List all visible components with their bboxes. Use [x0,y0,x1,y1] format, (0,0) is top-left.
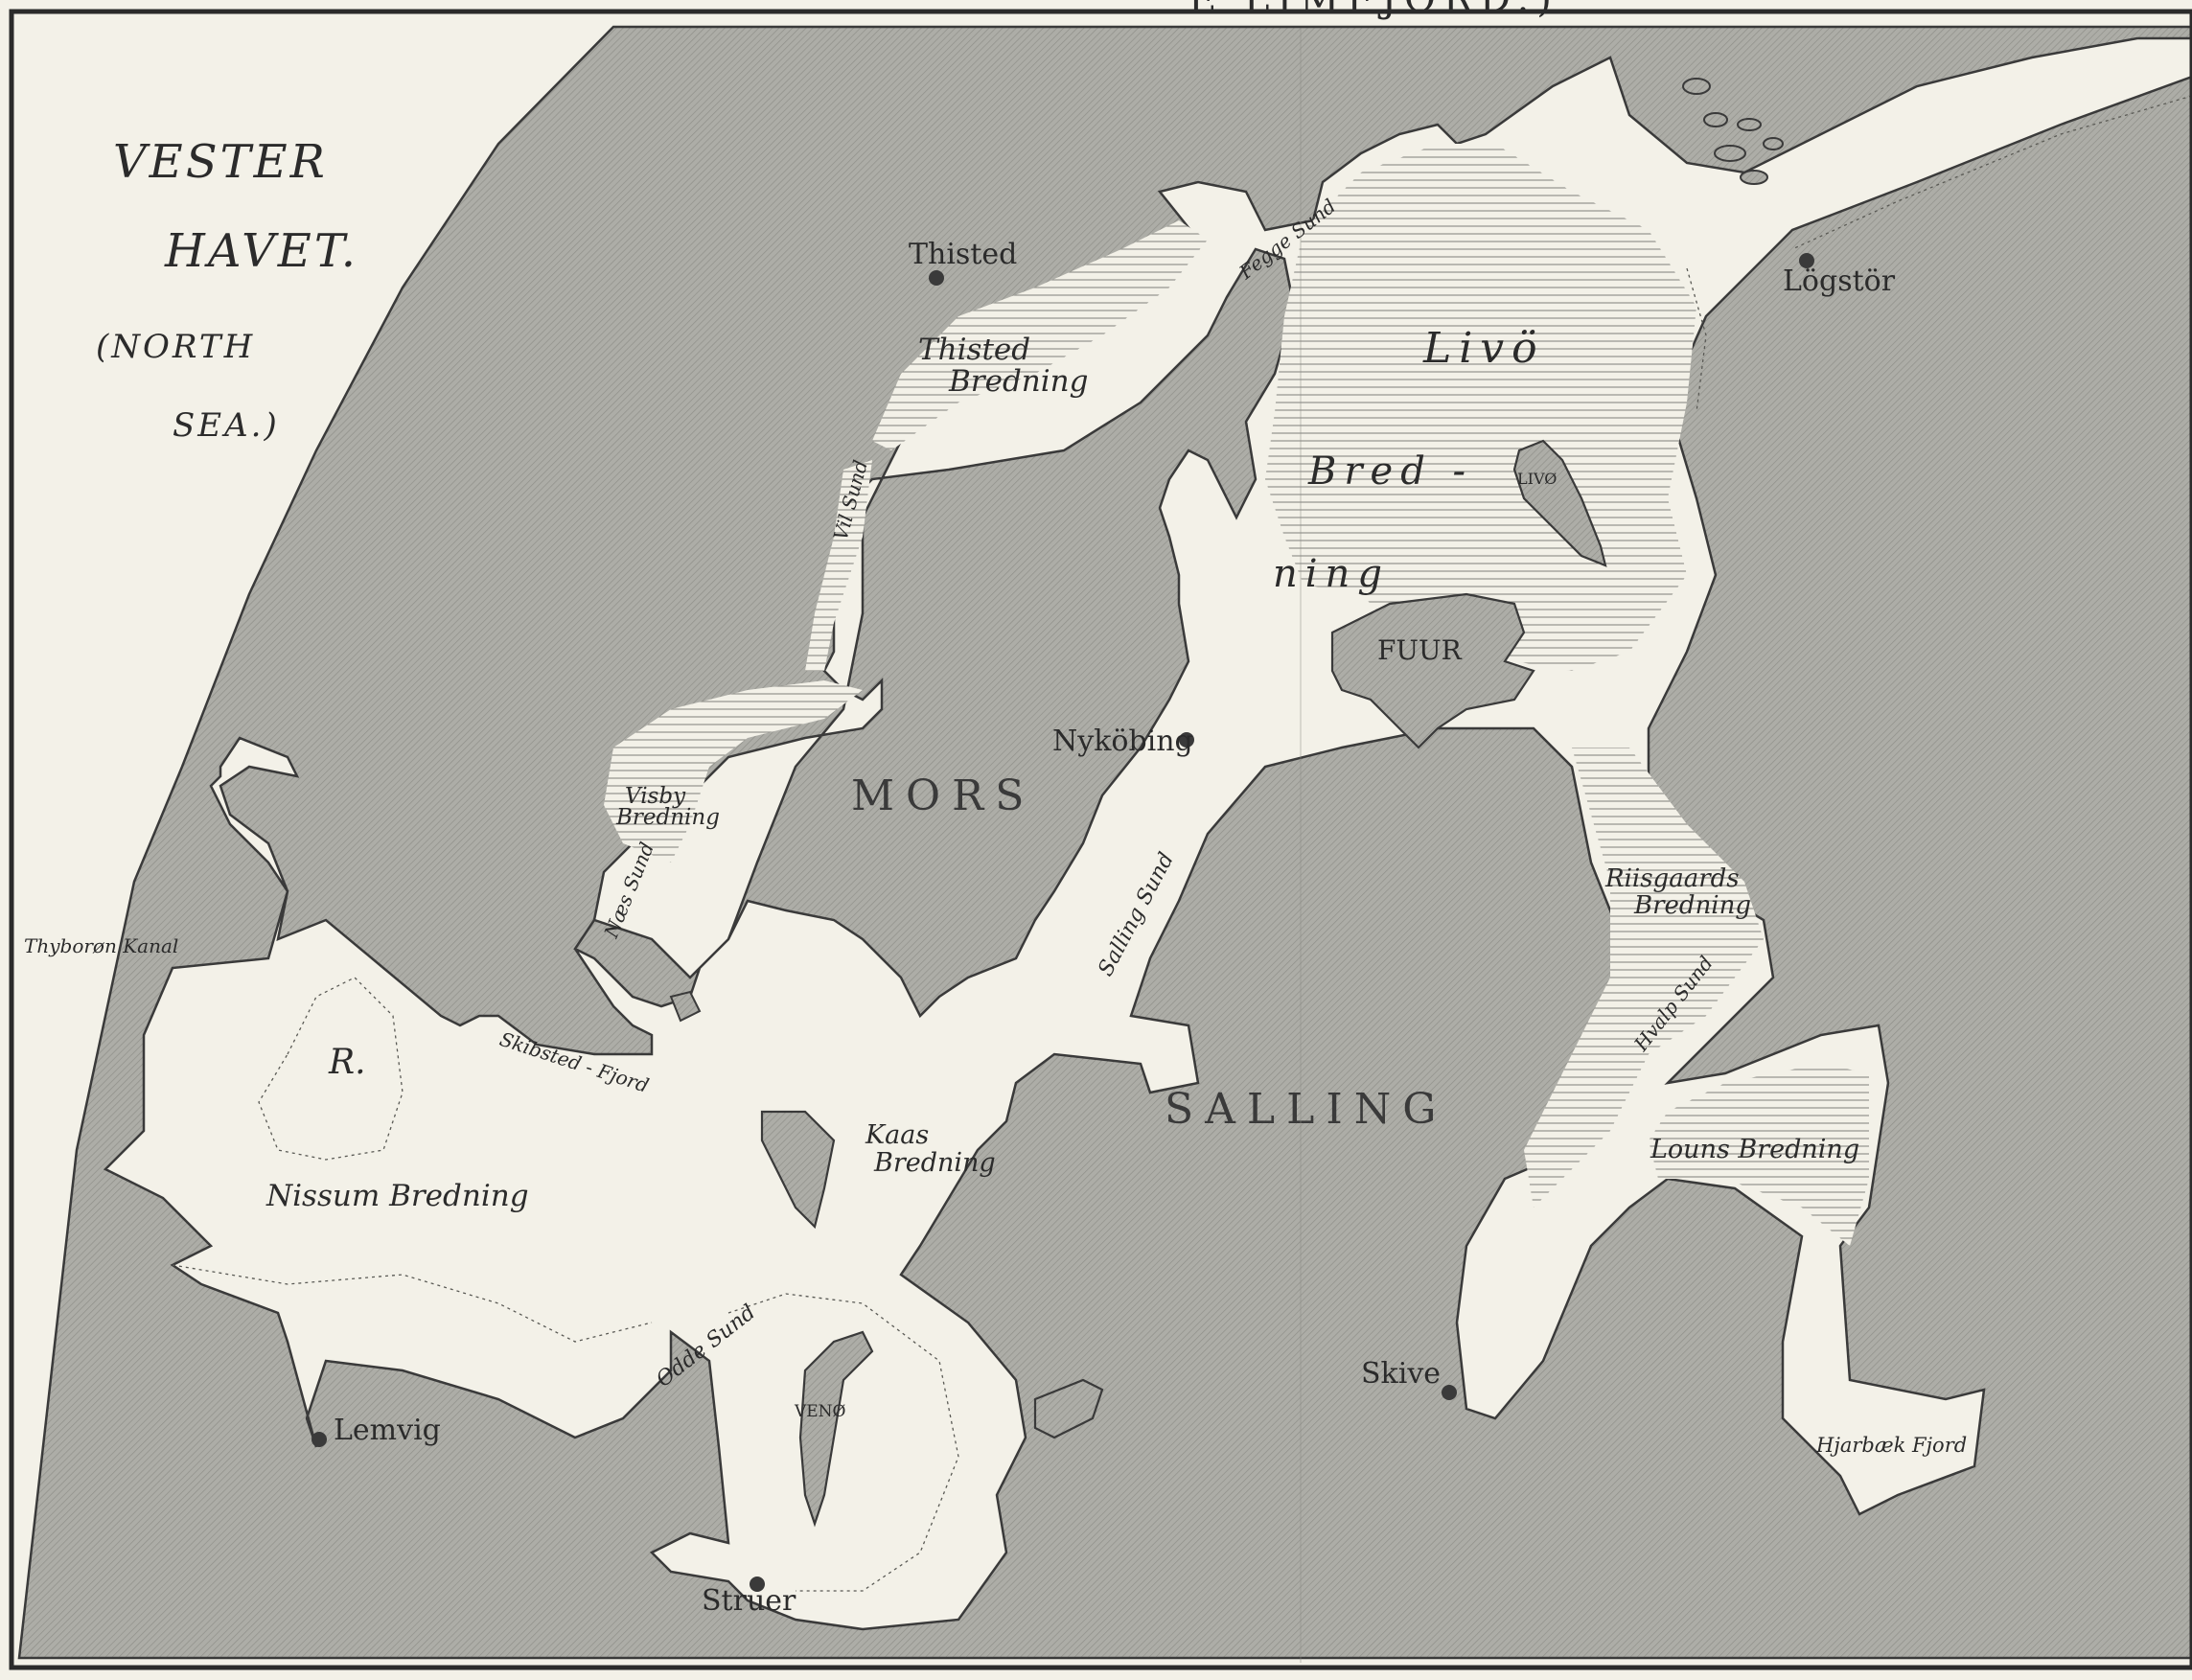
water-kaas-1: Kaas [865,1120,929,1150]
water-livo-2: Bred - [1307,449,1473,494]
shallow-louns-bredning [1649,1064,1869,1246]
svg-text:VESTER: VESTER [113,135,328,189]
island-kaas [760,1110,836,1230]
islet-east [1033,1378,1104,1439]
island-fuur [1330,592,1535,749]
water-r: R. [328,1043,366,1082]
town-label: Lemvig [334,1414,441,1447]
sea-label: VESTER HAVET. (NORTH SEA.) [96,135,358,445]
town-thisted: Thisted [909,238,1017,286]
svg-text:(NORTH: (NORTH [96,328,255,366]
town-marker [311,1432,327,1447]
map-border [9,9,2192,1670]
water-nissum: Nissum Bredning [265,1179,529,1213]
town-label: Skive [1361,1357,1441,1391]
water-thisted-bredning-2: Bredning [948,364,1088,399]
islet-mors [669,990,702,1023]
svg-text:SEA.): SEA.) [173,406,280,445]
island-label-livo: LIVØ [1517,470,1557,488]
shallow-thisted-bredning [872,220,1208,450]
island-label-fuur: FUUR [1377,634,1463,666]
water-visby-2: Bredning [615,805,720,830]
water-livo-1: Livö [1422,324,1545,373]
town-logstor: Lögstör [1783,253,1896,298]
water-thisted-bredning-1: Thisted [918,333,1030,367]
island-label-veno: VENØ [794,1402,846,1421]
region-salling: SALLING [1165,1085,1447,1134]
town-marker [1799,253,1814,268]
town-label: Lögstör [1783,265,1896,298]
shallow-visby-bredning [604,680,863,863]
island-livo [1512,439,1607,567]
shallow-vil-sund [805,460,872,671]
water-louns: Louns Bredning [1650,1135,1859,1164]
svg-text:HAVET.: HAVET. [164,224,358,278]
town-lemvig: Lemvig [311,1414,441,1447]
logstor-islets [1682,78,1784,185]
town-marker [750,1576,765,1592]
water-hjarbaek: Hjarbæk Fjord [1815,1434,1967,1457]
sound-thyboron: Thyborøn Kanal [24,934,178,957]
town-nykobing: Nyköbing [1052,725,1194,758]
town-struer: Struer [702,1576,796,1618]
water-riisgaards-1: Riisgaards [1604,864,1740,893]
town-marker [929,270,944,286]
town-label: Thisted [909,238,1017,271]
water-riisgaards-2: Bredning [1633,891,1751,920]
town-skive: Skive [1361,1357,1457,1400]
water-visby-1: Visby [625,784,686,809]
shallow-riisgaards-bredning [1524,748,1764,1208]
town-label: Nyköbing [1052,725,1193,758]
depth-contours [172,95,2192,1592]
island-veno [798,1330,874,1528]
town-label: Struer [702,1584,796,1618]
water-livo-3: ning [1273,552,1390,596]
town-marker [1179,732,1194,748]
region-mors: MORS [851,771,1035,820]
land-mass [17,25,2192,1660]
water-kaas-2: Bredning [873,1148,996,1178]
town-marker [1442,1385,1457,1400]
